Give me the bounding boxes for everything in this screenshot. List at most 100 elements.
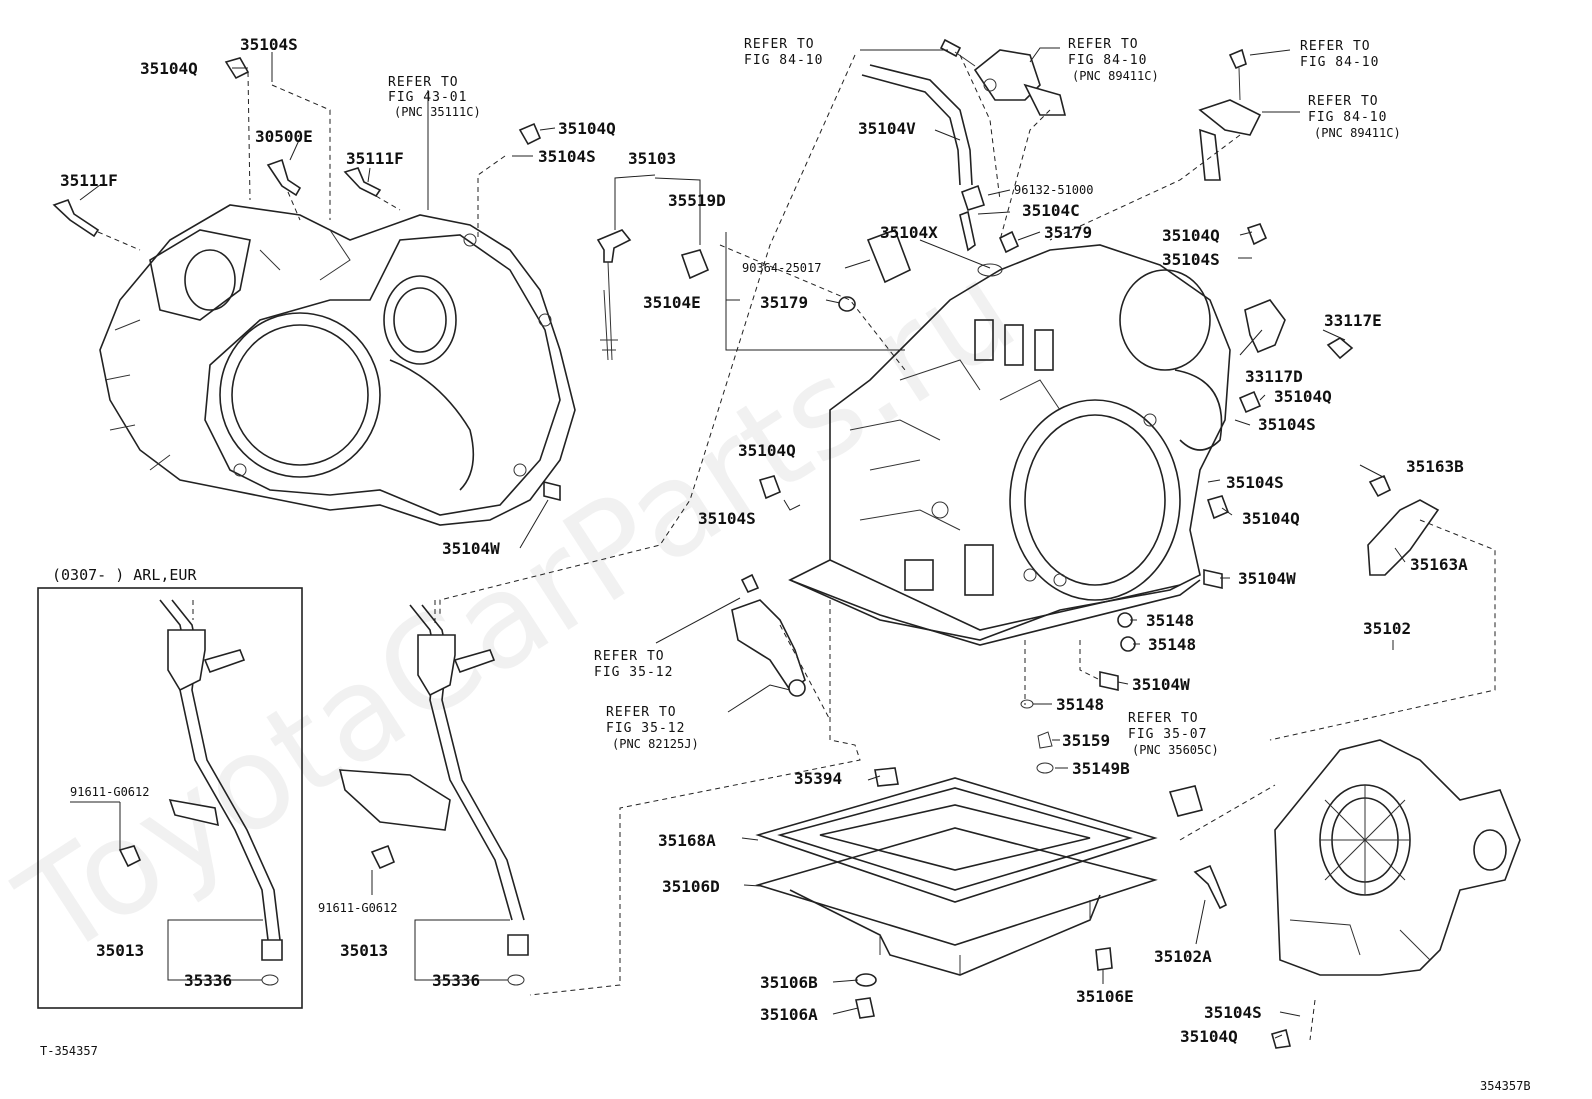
label-35111F: 35111F <box>60 171 118 190</box>
clip-35519D <box>680 249 710 280</box>
label-35104S: 35104S <box>1226 473 1284 492</box>
label-90364-25017: 90364-25017 <box>742 261 821 275</box>
label-33117D: 33117D <box>1245 367 1303 386</box>
seal-35179-b <box>838 296 856 312</box>
bolt-35104Q-e <box>1206 495 1230 520</box>
label-35104Q: 35104Q <box>558 119 616 138</box>
dipstick <box>596 229 632 361</box>
label-35159: 35159 <box>1062 731 1110 750</box>
refer-note-line: FIG 35-12 <box>594 665 673 680</box>
inset-label: (0307- ) ARL,EUR <box>52 566 197 584</box>
refer-notes: REFER TO FIG 43-01 (PNC 35111C) REFER TO… <box>388 37 1401 757</box>
label-35103: 35103 <box>628 149 676 168</box>
label-35104S: 35104S <box>538 147 596 166</box>
refer-note-line: FIG 35-07 <box>1128 727 1207 742</box>
bolt-35179-a <box>998 230 1020 254</box>
bushing-ref-35-07 <box>1168 785 1204 817</box>
refer-note-line: (PNC 35605C) <box>1132 743 1219 757</box>
transaxle-case <box>788 244 1231 646</box>
ring-35148-b <box>1120 636 1136 652</box>
label-35106D: 35106D <box>662 877 720 896</box>
label-35106B: 35106B <box>760 973 818 992</box>
refer-note-line: FIG 84-10 <box>744 53 823 68</box>
oil-pan <box>755 777 1158 976</box>
label-35336: 35336 <box>184 971 232 990</box>
label-35336: 35336 <box>432 971 480 990</box>
label-35104Q: 35104Q <box>738 441 796 460</box>
breather-pipe <box>861 64 973 186</box>
label-35168A: 35168A <box>658 831 716 850</box>
refer-note-line: FIG 84-10 <box>1308 110 1387 125</box>
label-35148: 35148 <box>1056 695 1104 714</box>
plug-35104W-a <box>543 480 561 502</box>
refer-note-line: REFER TO <box>594 649 665 664</box>
label-35106E: 35106E <box>1076 987 1134 1006</box>
label-35104Q: 35104Q <box>1242 509 1300 528</box>
label-35013: 35013 <box>340 941 388 960</box>
seal-35149B <box>1036 762 1054 774</box>
label-35104S: 35104S <box>240 35 298 54</box>
label-35106A: 35106A <box>760 1005 818 1024</box>
extension-housing <box>1274 739 1521 976</box>
bushing-35394 <box>874 767 899 787</box>
label-35148: 35148 <box>1148 635 1196 654</box>
label-35013: 35013 <box>96 941 144 960</box>
label-33117E: 33117E <box>1324 311 1382 330</box>
refer-note-line: FIG 35-12 <box>606 721 685 736</box>
label-35104S: 35104S <box>1162 250 1220 269</box>
label-35163A: 35163A <box>1410 555 1468 574</box>
plug-35106A <box>855 997 875 1019</box>
label-96132-51000: 96132-51000 <box>1014 183 1093 197</box>
label-91611-G0612: 91611-G0612 <box>70 785 149 799</box>
plug-35104W-b <box>1203 569 1223 589</box>
label-35163B: 35163B <box>1406 457 1464 476</box>
seal-35159 <box>1037 731 1053 749</box>
refer-note-line: FIG 84-10 <box>1068 53 1147 68</box>
label-35102: 35102 <box>1363 619 1411 638</box>
bolt-35102A <box>1193 864 1228 910</box>
plug-35104W-c <box>1099 671 1119 691</box>
bolt-35104Q-g <box>758 475 782 500</box>
refer-note-line: FIG 84-10 <box>1300 55 1379 70</box>
refer-note-line: REFER TO <box>1128 711 1199 726</box>
label-35104E: 35104E <box>643 293 701 312</box>
transaxle-housing <box>99 204 576 526</box>
refer-note-line: REFER TO <box>1068 37 1139 52</box>
refer-note-line: (PNC 35111C) <box>394 105 481 119</box>
plate-35163A <box>1367 499 1440 576</box>
label-35179: 35179 <box>760 293 808 312</box>
refer-note-line: FIG 43-01 <box>388 90 467 105</box>
refer-note-line: REFER TO <box>606 705 677 720</box>
inset-frame <box>37 587 303 1009</box>
label-35104Q: 35104Q <box>140 59 198 78</box>
main-filler-tube <box>338 604 529 986</box>
bolt-35106E <box>1095 947 1113 971</box>
label-35148: 35148 <box>1146 611 1194 630</box>
label-35104V: 35104V <box>858 119 916 138</box>
label-35179: 35179 <box>1044 223 1092 242</box>
label-35104X: 35104X <box>880 223 938 242</box>
label-30500E: 30500E <box>255 127 313 146</box>
label-35104S: 35104S <box>1258 415 1316 434</box>
bolt-35163B <box>1368 474 1392 498</box>
seal-35104X <box>977 263 1003 277</box>
label-35104S: 35104S <box>698 509 756 528</box>
label-35104Q: 35104Q <box>1274 387 1332 406</box>
bolt-35111F-a <box>52 198 100 238</box>
fitting-35104C <box>959 184 986 252</box>
bracket-33117D <box>1244 299 1286 354</box>
label-35519D: 35519D <box>668 191 726 210</box>
label-35104W: 35104W <box>1132 675 1190 694</box>
bolt-35111F-b <box>343 167 382 198</box>
label-35104S: 35104S <box>1204 1003 1262 1022</box>
refer-note-line: REFER TO <box>1300 39 1371 54</box>
speed-sensor-top <box>939 38 1067 116</box>
label-35104C: 35104C <box>1022 201 1080 220</box>
bolt-35104Q-f <box>1271 1029 1291 1049</box>
bolt-35104Q-d <box>1238 390 1262 414</box>
label-91611-G0612: 91611-G0612 <box>318 901 397 915</box>
bushing-90364 <box>866 228 912 284</box>
inset-filler-tube <box>118 599 283 986</box>
refer-note-line: (PNC 89411C) <box>1314 126 1401 140</box>
